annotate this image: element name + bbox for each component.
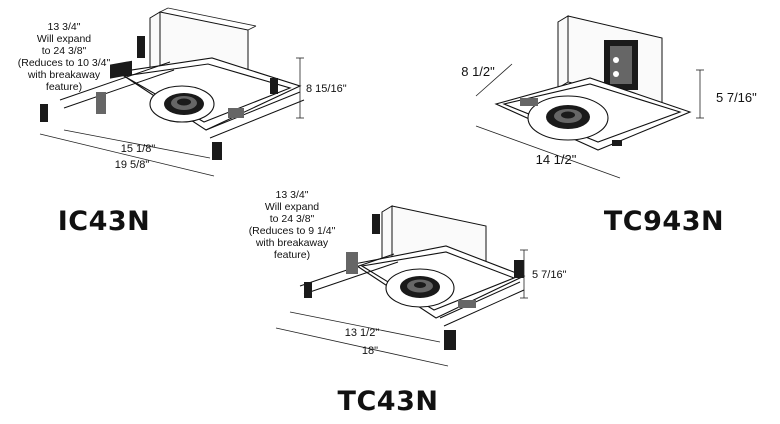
tc943n-depth-label: 8 1/2" [461,64,495,79]
ic43n-bracket [137,36,145,58]
tc943n-height-label: 5 7/16" [716,90,757,105]
ic43n-note-1: 13 3/4" [48,21,81,33]
tc43n-note-1: 13 3/4" [276,189,309,201]
ic43n-height-label: 8 15/16" [306,83,347,95]
tc943n-width-dim-line [475,125,621,179]
tc943n-model-title: TC943N [604,206,724,237]
ic43n-inner-width-label: 15 1/8" [121,143,156,155]
tc43n-note-4: (Reduces to 9 1/4" [249,225,336,237]
ic43n-note-6: feature) [46,81,82,93]
ic43n-outer-dim-line [39,133,215,177]
tc43n-model-title: TC43N [338,386,439,417]
ic43n-outer-width-label: 19 5/8" [115,159,150,171]
ic43n-fixture [39,7,305,177]
ic43n-model-title: IC43N [58,206,151,237]
tc43n-fixture [275,205,528,367]
tc943n-fixture [475,15,704,179]
ic43n-inner-dim-line [63,129,211,159]
tc43n-note-3: to 24 3/8" [270,213,315,225]
tc43n-note-2: Will expand [265,201,319,213]
tc43n-inner-width-label: 13 1/2" [345,327,380,339]
tc43n-bracket [372,214,380,234]
tc43n-note-5: with breakaway [255,237,329,249]
tc43n-inner-dim-line [289,311,441,343]
tc943n-width-label: 14 1/2" [536,152,577,167]
tc43n-outer-dim-line [275,327,449,367]
ic43n-note-2: Will expand [37,33,91,45]
ic43n-note-3: to 24 3/8" [42,45,87,57]
ic43n-note-5: with breakaway [27,69,101,81]
tc43n-note-6: feature) [274,249,310,261]
tc943n-depth-dim-line [475,63,513,97]
tc43n-height-label: 5 7/16" [532,269,567,281]
ic43n-note-4: (Reduces to 10 3/4" [18,57,111,69]
tc43n-outer-width-label: 18" [362,345,378,357]
